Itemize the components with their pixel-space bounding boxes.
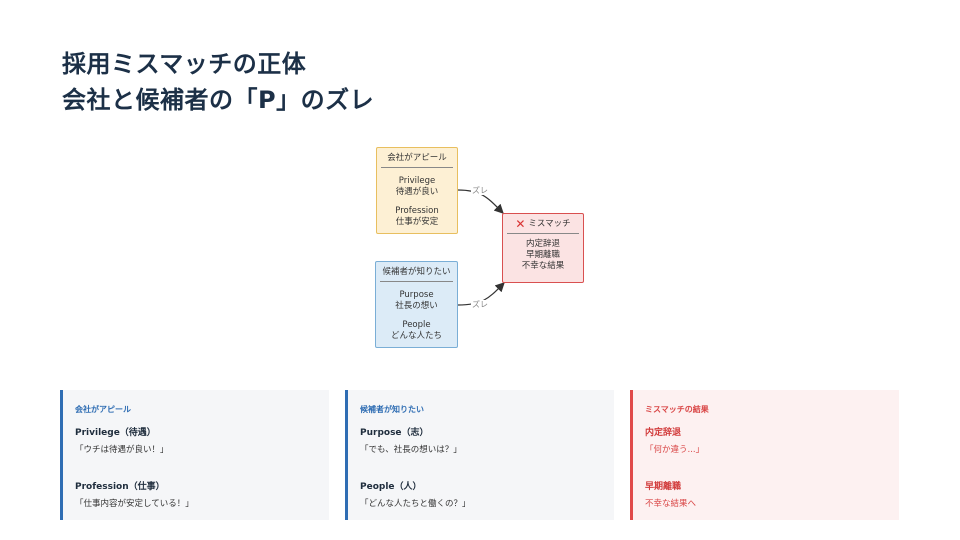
candidate-box-item: People どんな人たち — [376, 320, 457, 342]
edge-label-bottom: ズレ — [471, 300, 489, 309]
card-entry-head: Privilege（待遇） — [75, 428, 156, 438]
page-title: 採用ミスマッチの正体 会社と候補者の「P」のズレ — [62, 46, 374, 118]
card-entry-text: 不幸な結果へ — [645, 499, 697, 509]
diagram-arrows — [457, 189, 505, 306]
item-ja: 待遇が良い — [395, 187, 439, 197]
card-company-appeal: 会社がアピール Privilege（待遇） 「ウチは待遇が良い！」 Profes… — [60, 390, 329, 520]
mismatch-line: 不幸な結果 — [521, 261, 565, 271]
candidate-box-item: Purpose 社長の想い — [376, 290, 457, 312]
card-title: 候補者が知りたい — [360, 405, 424, 414]
item-ja: どんな人たち — [390, 331, 442, 341]
card-mismatch-result: ミスマッチの結果 内定辞退 「何か違う...」 早期離職 不幸な結果へ — [630, 390, 899, 520]
item-en: People — [402, 320, 431, 330]
candidate-wants-box: 候補者が知りたい Purpose 社長の想い People どんな人たち — [375, 261, 458, 348]
item-ja: 仕事が安定 — [395, 217, 439, 227]
mismatch-line: 早期離職 — [525, 250, 560, 260]
company-appeal-box: 会社がアピール Privilege 待遇が良い Profession 仕事が安定 — [376, 147, 458, 234]
arrow-candidate-to-mismatch — [457, 282, 505, 306]
card-entry-text: 「でも、社長の想いは？」 — [360, 445, 462, 455]
card-entry-text: 「ウチは待遇が良い！」 — [75, 445, 169, 455]
mismatch-lines: 内定辞退 早期離職 不幸な結果 — [503, 239, 583, 272]
company-box-item: Privilege 待遇が良い — [377, 176, 457, 198]
edge-label-top: ズレ — [471, 186, 489, 195]
card-entry-text: 「仕事内容が安定している！」 — [75, 499, 194, 509]
mismatch-diagram: ズレ ズレ 会社がアピール Privilege 待遇が良い Profession… — [375, 147, 584, 348]
item-en: Profession — [395, 206, 439, 216]
summary-cards: 会社がアピール Privilege（待遇） 「ウチは待遇が良い！」 Profes… — [60, 390, 900, 520]
title-line-1: 採用ミスマッチの正体 — [62, 50, 307, 78]
mismatch-box: ✕ ミスマッチ 内定辞退 早期離職 不幸な結果 — [502, 213, 584, 283]
arrow-company-to-mismatch — [457, 189, 504, 214]
card-entry-head: Profession（仕事） — [75, 482, 165, 492]
company-box-header: 会社がアピール — [381, 148, 453, 168]
card-candidate-wants: 候補者が知りたい Purpose（志） 「でも、社長の想いは？」 People（… — [345, 390, 614, 520]
title-line-2: 会社と候補者の「P」のズレ — [62, 86, 375, 114]
item-en: Privilege — [398, 176, 436, 186]
card-title: 会社がアピール — [75, 405, 131, 414]
item-ja: 社長の想い — [395, 301, 438, 311]
mismatch-line: 内定辞退 — [525, 239, 560, 249]
card-entry-head: 早期離職 — [645, 482, 682, 492]
company-box-item: Profession 仕事が安定 — [377, 206, 457, 228]
card-entry-head: 内定辞退 — [645, 428, 682, 438]
card-entry-text: 「何か違う...」 — [645, 445, 705, 455]
item-en: Purpose — [399, 290, 434, 300]
x-mark-icon: ✕ — [515, 217, 526, 231]
mismatch-box-header: ✕ ミスマッチ — [507, 214, 579, 234]
mismatch-header-label: ミスマッチ — [528, 219, 571, 229]
card-entry-head: People（人） — [360, 482, 422, 492]
card-title: ミスマッチの結果 — [645, 405, 709, 414]
card-entry-text: 「どんな人たちと働くの？」 — [360, 499, 471, 509]
card-entry-head: Purpose（志） — [360, 428, 429, 438]
candidate-box-header: 候補者が知りたい — [380, 262, 453, 282]
